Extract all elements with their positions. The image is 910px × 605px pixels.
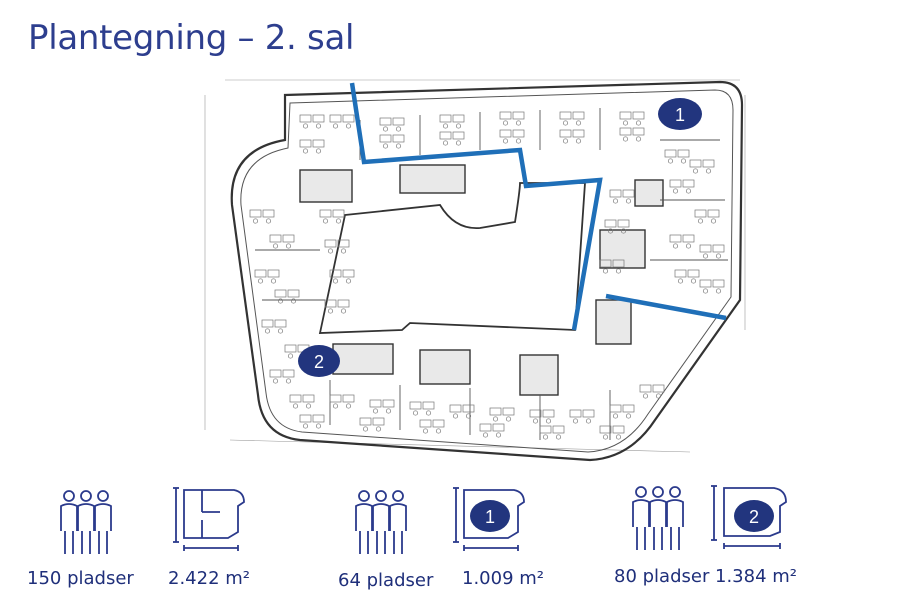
floorplan-icon <box>173 487 245 551</box>
zone-marker-2-label: 2 <box>314 352 324 372</box>
zone-marker-1-label: 1 <box>675 105 685 125</box>
floor-plan-drawing <box>204 79 746 462</box>
area-zone-1: 1.009 m² <box>462 568 545 589</box>
seats-zone-1: 64 pladser <box>338 570 434 591</box>
area-zone-2: 1.384 m² <box>715 566 798 587</box>
zone-divider <box>349 82 727 331</box>
zone-marker-2: 2 <box>298 345 340 377</box>
floorplan-zone-2-icon: 2 <box>711 485 787 549</box>
people-icon <box>60 490 112 554</box>
zone-marker-1: 1 <box>658 98 702 130</box>
zone-2-label: 2 <box>749 507 759 527</box>
page-title: Plantegning – 2. sal <box>28 18 355 58</box>
seats-zone-2: 80 pladser <box>614 566 710 587</box>
floor-plan: 1 2 <box>204 79 746 462</box>
area-total: 2.422 m² <box>168 568 251 589</box>
zone-1-label: 1 <box>485 507 495 527</box>
floorplan-zone-1-icon: 1 <box>453 487 525 551</box>
people-icon <box>355 490 407 554</box>
seats-total: 150 pladser <box>27 568 134 589</box>
people-icon <box>632 486 684 550</box>
